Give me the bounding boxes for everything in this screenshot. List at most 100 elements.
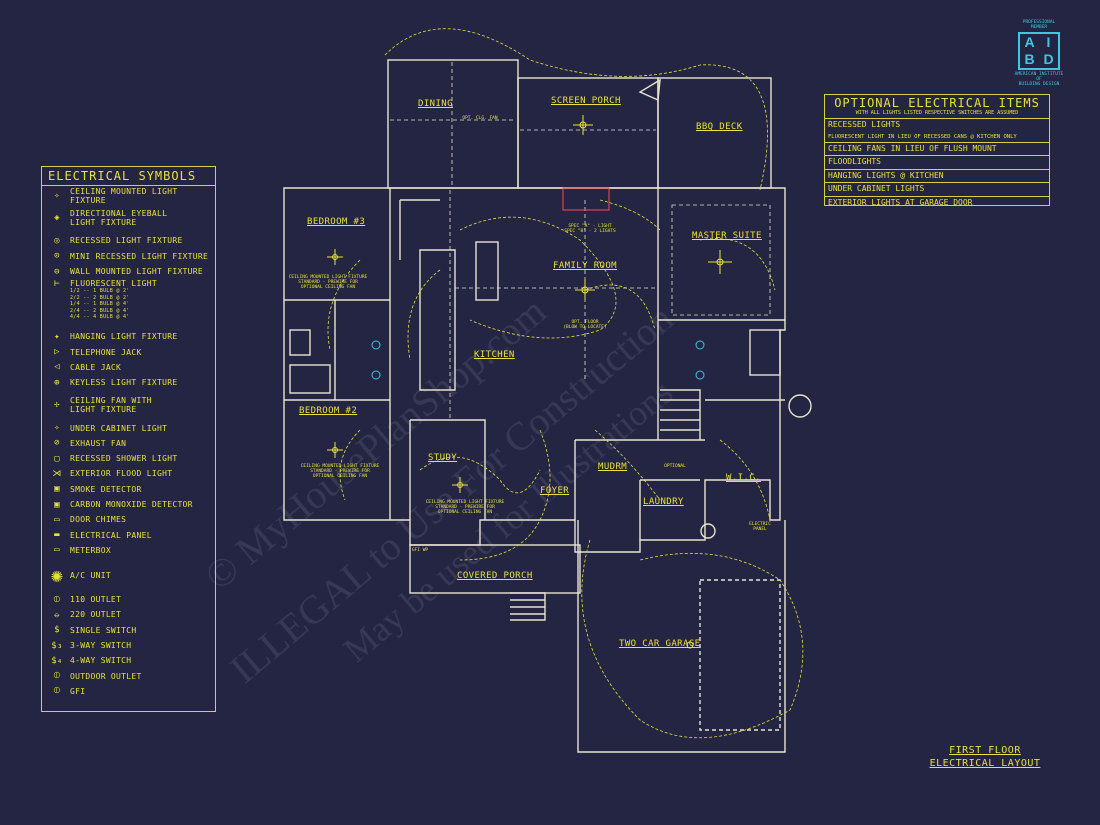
note-line: CEILING MOUNTED LIGHT FIXTURE xyxy=(425,500,505,505)
room-kitchen: KITCHEN xyxy=(474,350,515,360)
cable-jack-icon: ◁ xyxy=(54,362,60,373)
ceiling-fan-family-room xyxy=(575,280,595,300)
legend-label: MINI RECESSED LIGHT FIXTURE xyxy=(70,251,209,261)
electrical-panel-icon: ▬ xyxy=(54,530,60,541)
electrical-symbols-legend: ELECTRICAL SYMBOLS ✧CEILING MOUNTED LIGH… xyxy=(41,166,216,712)
gfi-icon: ⦶ xyxy=(53,686,61,697)
legend-item: ◎ RECESSED LIGHT FIXTURE xyxy=(44,233,213,248)
room-master-suite: MASTER SUITE xyxy=(692,231,762,241)
fluorescent-light-icon: ⊢ xyxy=(54,279,60,290)
legend-label: FLUORESCENT LIGHT xyxy=(70,279,157,289)
logo-bottom3: BUILDING DESIGN xyxy=(1018,82,1060,87)
room-laundry: LAUNDRY xyxy=(643,497,684,507)
legend-item: ⋊ EXTERIOR FLOOD LIGHT xyxy=(44,466,213,481)
legend-title: ELECTRICAL SYMBOLS xyxy=(42,167,215,186)
legend-sublabel: 2/4 -- 2 BULB @ 4' xyxy=(70,307,130,314)
drawing-caption: FIRST FLOOR ELECTRICAL LAYOUT xyxy=(922,744,1048,770)
ceiling-light-icon: ✧ xyxy=(54,190,60,201)
legend-sublabel: 1/2 -- 1 BULB @ 2' xyxy=(70,288,130,295)
optional-row: FLOODLIGHTS xyxy=(825,155,1049,169)
legend-item: ⦶ GFI xyxy=(44,684,213,699)
room-bedroom-2: BEDROOM #2 xyxy=(299,406,358,416)
legend-item: ▭ DOOR CHIMES xyxy=(44,512,213,527)
mini-recessed-light-icon: ⊙ xyxy=(54,251,60,262)
legend-item: ✧CEILING MOUNTED LIGHT FIXTURE xyxy=(44,187,213,205)
fixtures xyxy=(327,115,732,649)
legend-item: ▣SMOKE DETECTOR xyxy=(44,482,213,497)
three-way-switch-icon: $₃ xyxy=(51,640,63,651)
optional-subtitle: WITH ALL LIGHTS LISTED RESPECTIVE SWITCH… xyxy=(855,110,1019,116)
logo-top2: MEMBER xyxy=(1030,25,1048,30)
ceiling-fan-bed2 xyxy=(327,442,343,458)
legend-item: ✧UNDER CABINET LIGHT xyxy=(44,420,213,435)
legend-label: ELECTRICAL PANEL xyxy=(70,530,152,540)
note-spec: SPEC "A" - LIGHT SPEC "B" - 2 LIGHTS xyxy=(560,224,620,234)
room-bedroom-3: BEDROOM #3 xyxy=(307,217,366,227)
door-chimes-icon: ▭ xyxy=(54,514,60,525)
logo-top1: PROFESSIONAL xyxy=(1022,20,1056,25)
legend-label: 110 OUTLET xyxy=(70,595,122,605)
legend-label: OUTDOOR OUTLET xyxy=(70,671,142,681)
four-way-switch-icon: $₄ xyxy=(51,655,63,666)
legend-label: HANGING LIGHT FIXTURE xyxy=(70,332,178,342)
note-line: (BLOW TO LOCATE) xyxy=(563,325,607,330)
optional-title: OPTIONAL ELECTRICAL ITEMS xyxy=(834,96,1040,110)
ceiling-fan-bed3 xyxy=(327,249,343,265)
legend-label: DOOR CHIMES xyxy=(70,515,127,525)
legend-item: ▷TELEPHONE JACK xyxy=(44,344,213,359)
note-line: STANDARD - PREWIRE FOR xyxy=(298,280,358,285)
note-study-fixture: CEILING MOUNTED LIGHT FIXTURE STANDARD -… xyxy=(425,500,505,515)
note-line: OPTIONAL CEILING FAN xyxy=(312,474,368,479)
wiring xyxy=(327,28,804,739)
legend-label: RECESSED LIGHT FIXTURE xyxy=(70,236,183,246)
room-foyer: FOYER xyxy=(540,486,570,496)
exhaust-fan-icon: ⊘ xyxy=(54,438,60,449)
logo-letter-i: I xyxy=(1046,34,1051,50)
ac-unit-icon: ✺ xyxy=(50,563,64,588)
caption-line-2: ELECTRICAL LAYOUT xyxy=(929,758,1041,769)
legend-label: GFI xyxy=(70,686,86,696)
legend-label: EXTERIOR FLOOD LIGHT xyxy=(70,469,173,479)
note-bed3-fixture: CEILING MOUNTED LIGHT FIXTURE STANDARD -… xyxy=(288,275,368,290)
legend-item: ✦ HANGING LIGHT FIXTURE xyxy=(44,329,213,344)
recessed-light-icon: ◎ xyxy=(54,235,60,246)
legend-item: ⊘EXHAUST FAN xyxy=(44,436,213,451)
legend-label-2: LIGHT FIXTURE xyxy=(70,218,137,228)
logo-mark: A I B D xyxy=(1018,32,1060,70)
room-mudrm: MUDRM xyxy=(598,462,628,472)
telephone-jack-icon: ▷ xyxy=(54,347,60,358)
ceiling-fan-study xyxy=(452,477,468,493)
optional-items-table: OPTIONAL ELECTRICAL ITEMS WITH ALL LIGHT… xyxy=(824,94,1050,209)
legend-label: CABLE JACK xyxy=(70,362,122,372)
flood-light-icon: ⋊ xyxy=(52,468,62,479)
note-line: OPTIONAL CEILING FAN xyxy=(300,285,356,290)
legend-label: DIRECTIONAL EYEBALL xyxy=(70,209,168,219)
note-line: SPEC "B" - 2 LIGHTS xyxy=(564,229,616,234)
optional-row: HANGING LIGHTS @ KITCHEN xyxy=(825,168,1049,183)
legend-item: ⦵220 OUTLET xyxy=(44,607,213,622)
note-line: STANDARD - PREWIRE FOR xyxy=(310,469,370,474)
hanging-light-icon: ✦ xyxy=(54,331,60,342)
legend-sublabel: 1/4 -- 1 BULB @ 4' xyxy=(70,301,130,308)
legend-item: ⊖WALL MOUNTED LIGHT FIXTURE xyxy=(44,264,213,279)
legend-item: ▬ ELECTRICAL PANEL xyxy=(44,527,213,542)
legend-item: ▣CARBON MONOXIDE DETECTOR xyxy=(44,497,213,512)
room-study: STUDY xyxy=(428,453,458,463)
under-cabinet-light-icon: ✧ xyxy=(54,423,60,434)
legend-item: ◁ CABLE JACK xyxy=(44,360,213,375)
room-screen-porch: SCREEN PORCH xyxy=(551,96,621,106)
room-two-car-garage: TWO CAR GARAGE xyxy=(619,639,701,649)
note-opt-floor: OPT. FLOOR (BLOW TO LOCATE) xyxy=(560,320,610,330)
keyless-light-icon: ⊕ xyxy=(54,377,60,388)
note-optional: OPTIONAL xyxy=(664,464,686,469)
aibd-logo: PROFESSIONAL MEMBER A I B D AMERICAN INS… xyxy=(1010,20,1068,87)
legend-label: CEILING FAN WITH xyxy=(70,396,152,406)
smoke-detector-icon: ▣ xyxy=(54,484,60,495)
optional-row: EXTERIOR LIGHTS AT GARAGE DOOR xyxy=(825,195,1049,210)
logo-letter-b: B xyxy=(1024,51,1035,67)
meterbox-icon: ▭ xyxy=(54,545,60,556)
